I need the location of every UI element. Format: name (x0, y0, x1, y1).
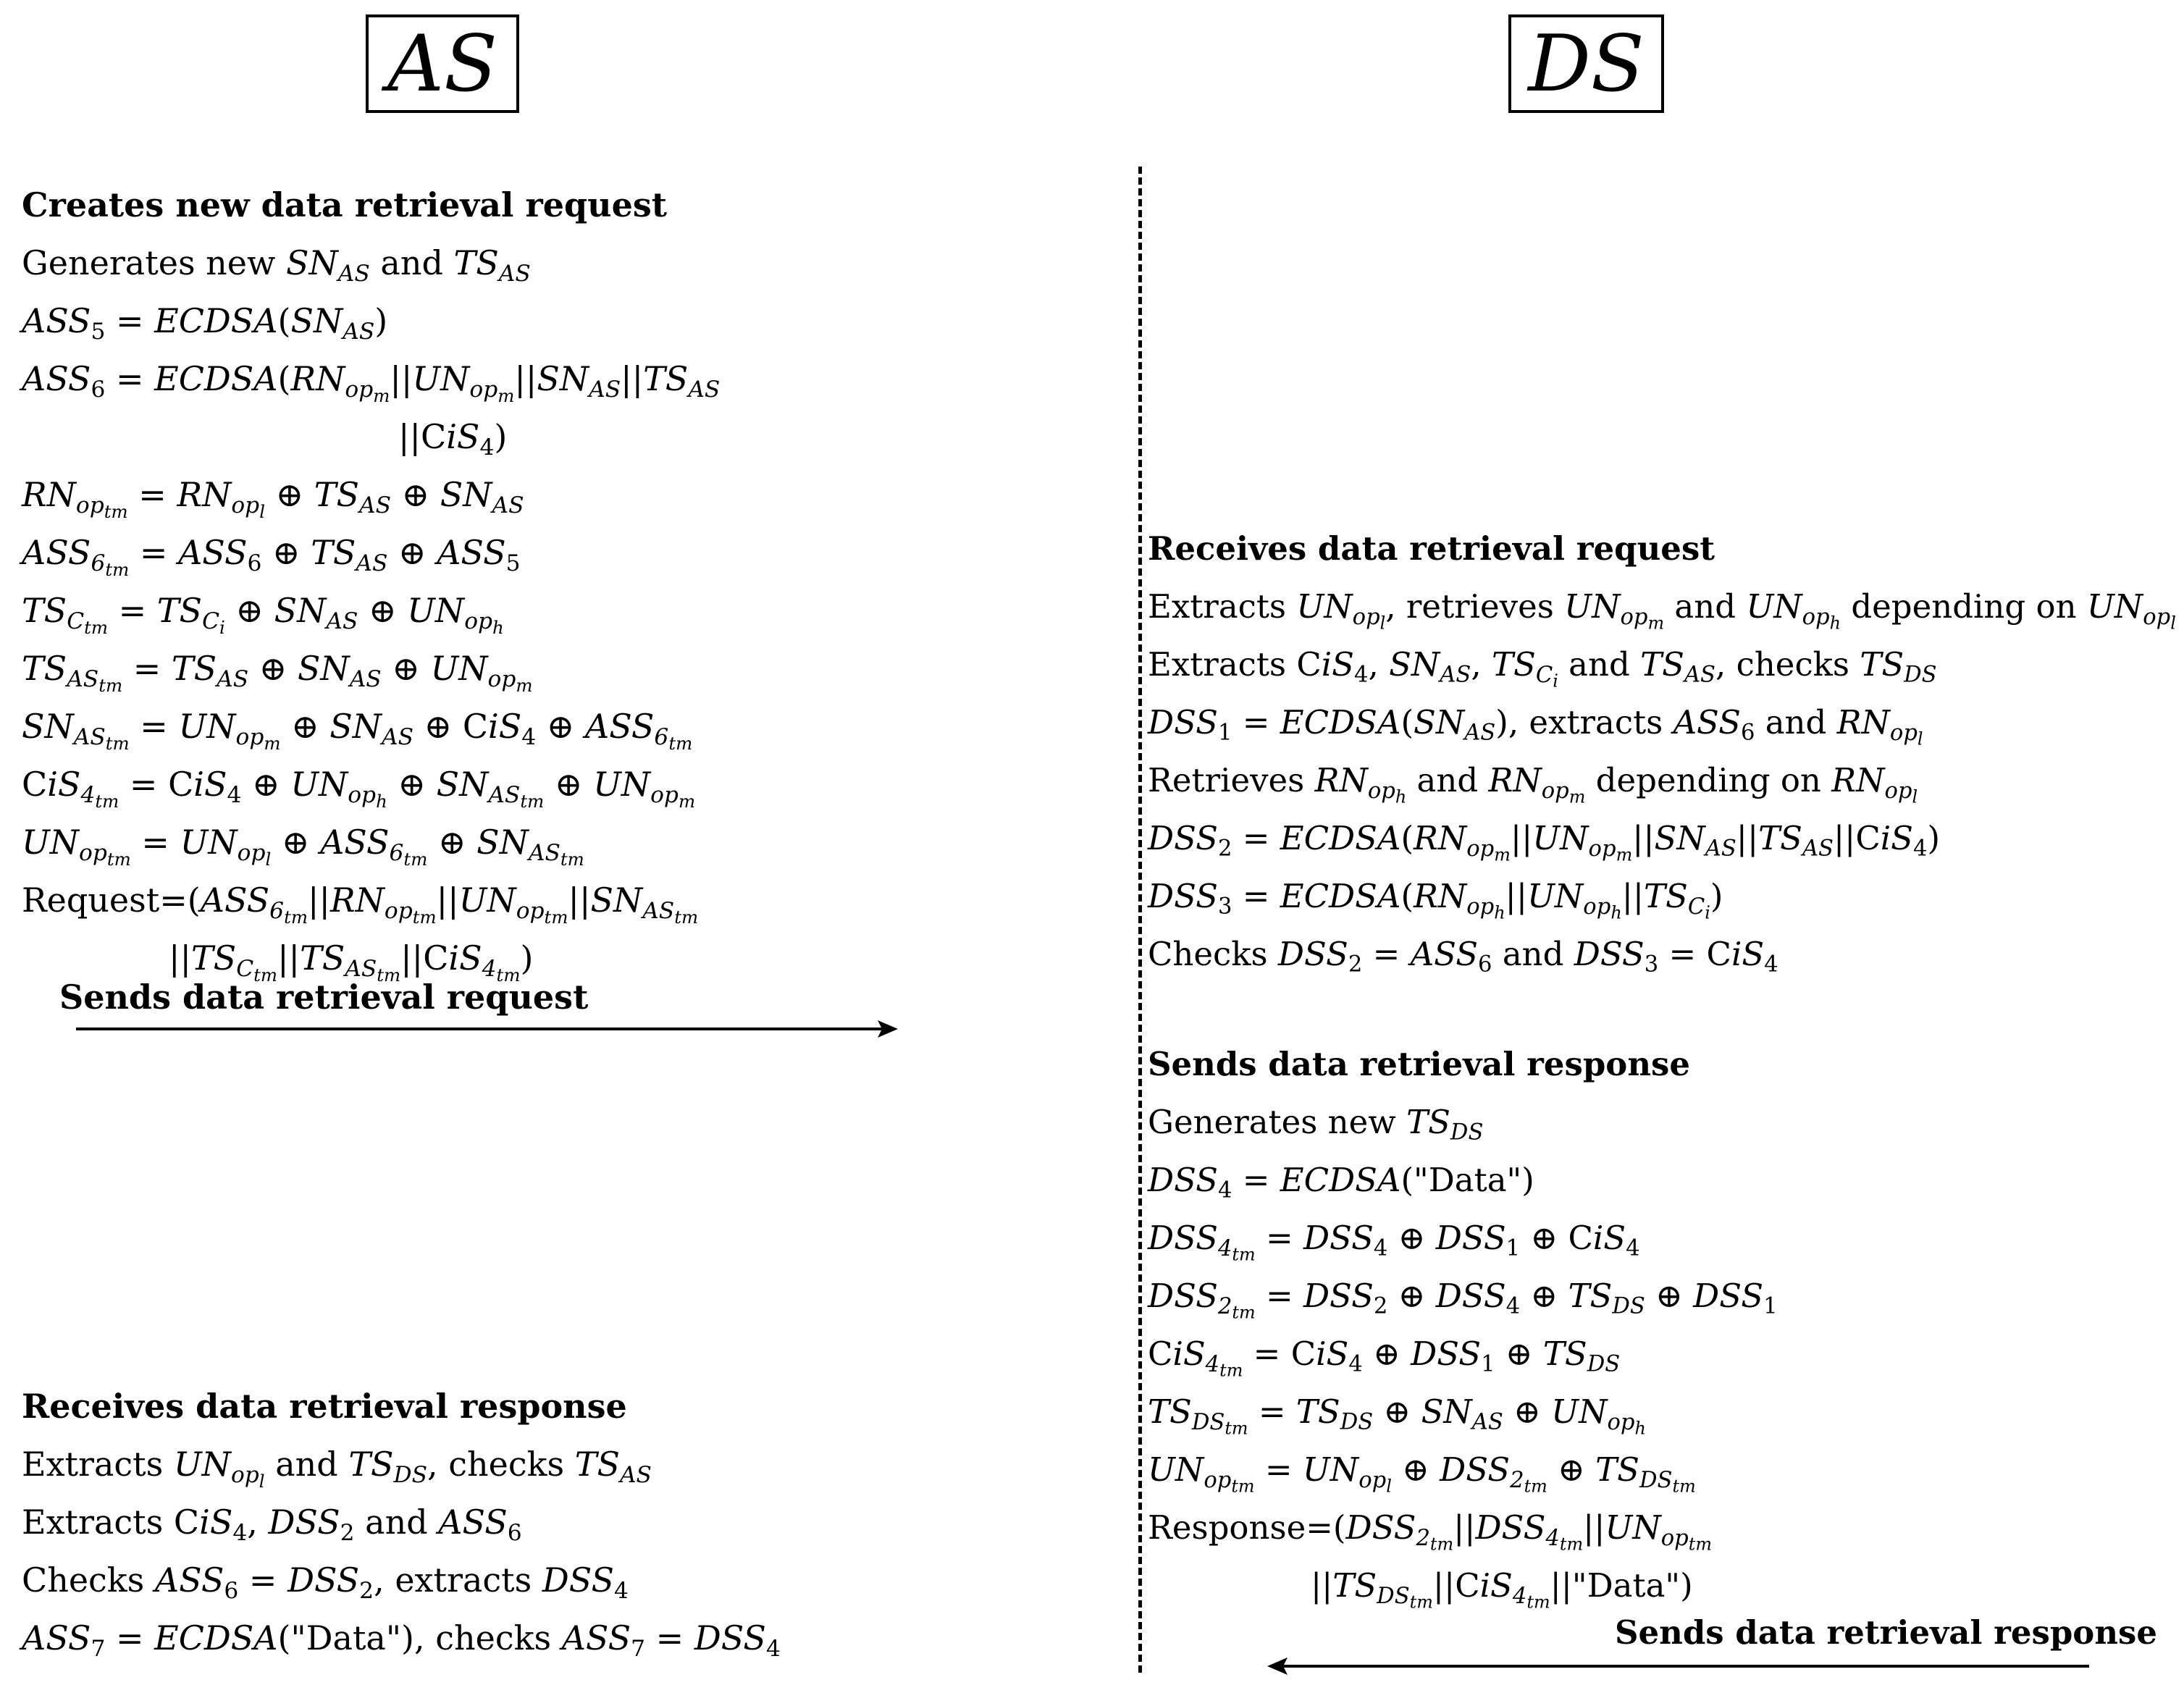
ds-response-title: Sends data retrieval response (1148, 1045, 1691, 1083)
ds-step-dss2tm: DSS2tm = DSS2 ⊕ DSS4 ⊕ TSDS ⊕ DSS1 (1148, 1277, 1778, 1323)
as-send-request-label: Sends data retrieval request (59, 978, 589, 1017)
as-response-title: Receives data retrieval response (22, 1387, 627, 1426)
ds-step-retrieve-rn: Retrieves RNoph and RNopm depending on R… (1148, 761, 1918, 807)
ds-step-dss4tm: DSS4tm = DSS4 ⊕ DSS1 ⊕ CiS4 (1148, 1219, 1640, 1265)
as-step-rn: RNoptm = RNopl ⊕ TSAS ⊕ SNAS (22, 475, 524, 522)
as-step-ass5: ASS5 = ECDSA(SNAS) (22, 301, 388, 345)
lifeline-divider (1138, 167, 1142, 1673)
ds-step-response: Response=(DSS2tm||DSS4tm||UNoptm (1148, 1508, 1712, 1555)
as-step-request-cont: ||TSCtm||TSAStm||CiS4tm) (169, 938, 534, 986)
request-arrow (76, 1020, 898, 1038)
as-step-tsas: TSAStm = TSAS ⊕ SNAS ⊕ UNopm (22, 649, 533, 696)
ds-step-response-cont: ||TSDStm||CiS4tm||"Data") (1311, 1566, 1693, 1613)
as-step-extract-un: Extracts UNopl and TSDS, checks TSAS (22, 1445, 652, 1492)
as-step-ass6-cont: ||CiS4) (398, 417, 508, 461)
as-step-generate: Generates new SNAS and TSAS (22, 243, 531, 287)
as-step-extract-cis4: Extracts CiS4, DSS2 and ASS6 (22, 1503, 522, 1546)
as-step-ass7: ASS7 = ECDSA("Data"), checks ASS7 = DSS4 (22, 1618, 781, 1662)
as-request-title: Creates new data retrieval request (22, 185, 667, 224)
as-header-label: AS (387, 18, 497, 109)
ds-step-extract-cis4: Extracts CiS4, SNAS, TSCi and TSAS, chec… (1148, 645, 1937, 692)
as-header-box: AS (366, 14, 519, 113)
ds-step-cis4tm: CiS4tm = CiS4 ⊕ DSS1 ⊕ TSDS (1148, 1335, 1621, 1381)
as-step-ass6tm: ASS6tm = ASS6 ⊕ TSAS ⊕ ASS5 (22, 533, 521, 580)
as-step-check-ass6: Checks ASS6 = DSS2, extracts DSS4 (22, 1560, 629, 1604)
as-step-cis4: CiS4tm = CiS4 ⊕ UNoph ⊕ SNAStm ⊕ UNopm (22, 765, 696, 812)
ds-header-box: DS (1508, 14, 1664, 113)
ds-step-unop: UNoptm = UNopl ⊕ DSS2tm ⊕ TSDStm (1148, 1450, 1696, 1497)
as-step-tsc: TSCtm = TSCi ⊕ SNAS ⊕ UNoph (22, 591, 504, 638)
ds-header-label: DS (1528, 18, 1645, 109)
ds-step-dss4: DSS4 = ECDSA("Data") (1148, 1161, 1534, 1203)
as-step-ass6: ASS6 = ECDSA(RNopm||UNopm||SNAS||TSAS (22, 359, 721, 406)
ds-step-generate-ts: Generates new TSDS (1148, 1103, 1484, 1146)
ds-step-dss1: DSS1 = ECDSA(SNAS), extracts ASS6 and RN… (1148, 703, 1923, 749)
ds-send-response-label: Sends data retrieval response (1615, 1613, 2158, 1652)
ds-step-checks: Checks DSS2 = ASS6 and DSS3 = CiS4 (1148, 935, 1778, 978)
as-step-request: Request=(ASS6tm||RNoptm||UNoptm||SNAStm (22, 881, 699, 928)
response-arrow (1267, 1657, 2089, 1675)
ds-request-title: Receives data retrieval request (1148, 529, 1715, 568)
ds-step-tsds: TSDStm = TSDS ⊕ SNAS ⊕ UNoph (1148, 1392, 1646, 1439)
ds-step-dss2: DSS2 = ECDSA(RNopm||UNopm||SNAS||TSAS||C… (1148, 819, 1941, 865)
as-step-snas: SNAStm = UNopm ⊕ SNAS ⊕ CiS4 ⊕ ASS6tm (22, 707, 693, 754)
ds-step-extract-un: Extracts UNopl, retrieves UNopm and UNop… (1148, 587, 2176, 634)
as-step-unop: UNoptm = UNopl ⊕ ASS6tm ⊕ SNAStm (22, 823, 584, 870)
ds-step-dss3: DSS3 = ECDSA(RNoph||UNoph||TSCi) (1148, 877, 1723, 923)
